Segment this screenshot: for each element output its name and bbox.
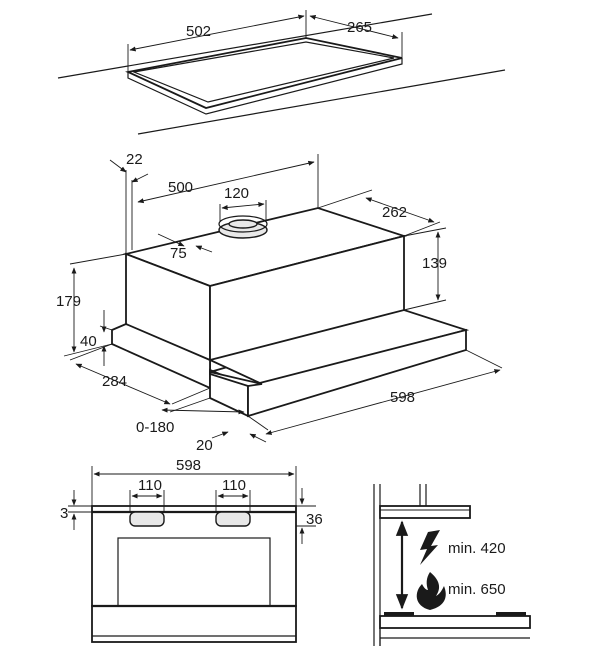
front-dim-598: 598 xyxy=(176,457,201,474)
clearance-electric-label: min. 420 xyxy=(448,540,506,557)
cooktop-diagram: 502 265 xyxy=(57,10,506,135)
hood-dim-598: 598 xyxy=(390,389,415,406)
hood-dim-139: 139 xyxy=(422,255,447,272)
clearance-diagram: min. 420 min. 650 xyxy=(373,484,531,646)
cooktop-depth-label: 265 xyxy=(347,19,372,36)
front-dim-110-left: 110 xyxy=(138,477,162,494)
hood-dim-75: 75 xyxy=(170,245,187,262)
hood-isometric-diagram: 22 500 120 75 262 139 179 40 284 xyxy=(56,151,503,454)
lightning-bolt-icon xyxy=(420,530,440,565)
clearance-gas-label: min. 650 xyxy=(448,581,506,598)
front-dim-110-right: 110 xyxy=(222,477,246,494)
hood-dim-262: 262 xyxy=(382,204,407,221)
hood-dim-500: 500 xyxy=(168,179,193,196)
hood-dim-120: 120 xyxy=(224,185,249,202)
front-dim-3: 3 xyxy=(60,505,68,522)
hood-dim-179: 179 xyxy=(56,293,81,310)
flame-icon xyxy=(416,572,446,610)
hood-dim-284: 284 xyxy=(102,373,127,390)
hood-front-view: 598 110 110 3 36 xyxy=(60,457,323,643)
front-dim-36: 36 xyxy=(306,511,323,528)
hood-dim-22: 22 xyxy=(126,151,143,168)
hood-dim-40: 40 xyxy=(80,333,97,350)
hood-dim-0-180: 0-180 xyxy=(136,419,174,436)
cooktop-width-label: 502 xyxy=(186,23,211,40)
hood-dim-20: 20 xyxy=(196,437,213,454)
